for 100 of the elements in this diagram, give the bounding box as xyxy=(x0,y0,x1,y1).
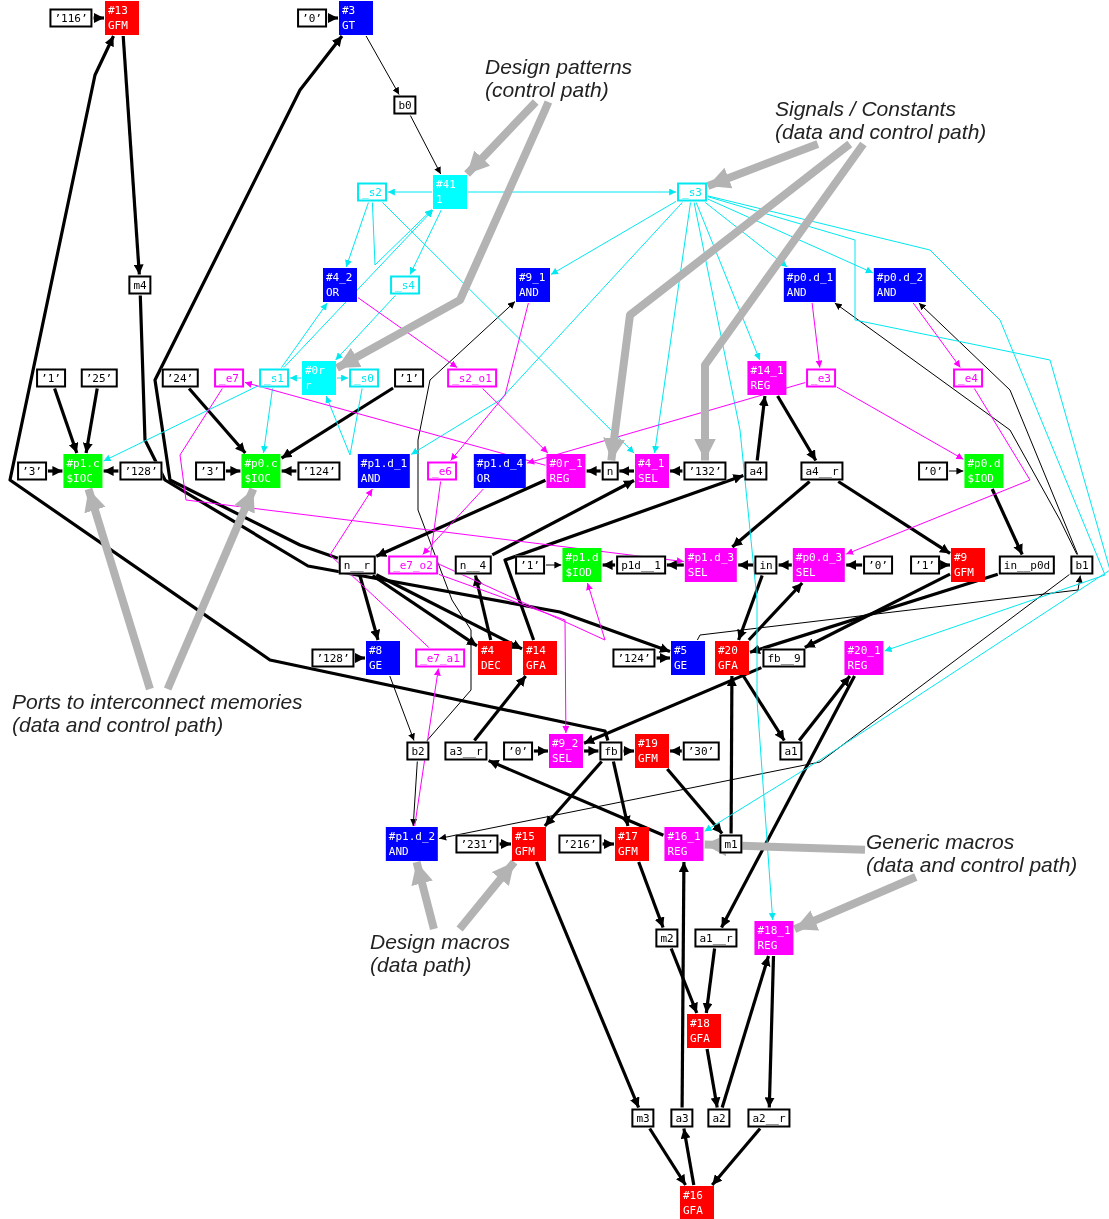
signal-arrow xyxy=(696,575,1083,641)
signal-arrow xyxy=(375,573,523,651)
signal-box xyxy=(444,741,488,761)
operator-box xyxy=(680,1186,714,1219)
signal-arrow xyxy=(387,188,433,196)
node-label: a1 xyxy=(784,743,798,759)
leader-arrow xyxy=(335,100,553,372)
signal-arrow xyxy=(335,295,396,361)
node-label: #16 xyxy=(683,1188,704,1203)
signal-arrow xyxy=(837,480,951,555)
node-label: fb xyxy=(604,743,618,759)
signal-box xyxy=(357,182,387,202)
node-label: ’132’ xyxy=(688,463,722,479)
signal-arrow xyxy=(738,560,754,570)
operator-box xyxy=(516,268,550,302)
signal-arrow xyxy=(797,675,852,742)
signal-arrow xyxy=(327,13,338,23)
node-label: #p1.d_2 xyxy=(388,829,436,844)
node-label: _e7_a1 xyxy=(420,650,460,666)
signal-box xyxy=(415,648,465,668)
node-label: #3 xyxy=(342,3,357,18)
node-label: OR xyxy=(326,285,341,300)
signal-box xyxy=(503,741,533,761)
signal-arrow xyxy=(705,1048,721,1108)
signal-arrow xyxy=(652,202,691,454)
node-label: #15 xyxy=(515,829,536,844)
signal-arrow xyxy=(742,675,786,742)
leader-arrow xyxy=(793,873,918,933)
node-label: r xyxy=(305,378,313,393)
node-label: GFM xyxy=(108,18,129,33)
signal-arrow xyxy=(336,374,349,382)
node-label: REG xyxy=(667,844,689,859)
node-label: GFA xyxy=(683,1203,704,1218)
signal-box xyxy=(447,368,497,388)
node-label: ’231’ xyxy=(460,836,494,852)
node-label: GFM xyxy=(638,751,659,766)
signal-arrow xyxy=(487,759,665,837)
node-label: AND xyxy=(360,471,382,486)
node-label: #20_1 xyxy=(847,643,881,658)
signal-arrow xyxy=(940,560,950,570)
signal-arrow xyxy=(281,302,328,368)
signal-arrow xyxy=(283,209,434,368)
signal-arrow xyxy=(358,575,381,641)
leader-arrow xyxy=(706,140,820,190)
node-label: SEL xyxy=(552,751,573,766)
signal-arrow xyxy=(834,302,1078,555)
signal-box xyxy=(388,555,438,575)
operator-box xyxy=(964,454,1004,488)
operator-box xyxy=(792,548,846,582)
signal-arrow xyxy=(47,466,63,476)
signal-arrow xyxy=(409,115,442,175)
node-label: _s2 xyxy=(362,184,382,200)
signal-arrow xyxy=(280,386,394,460)
signal-box xyxy=(427,461,457,481)
operator-box xyxy=(339,1,373,35)
signal-arrow xyxy=(289,374,302,382)
node-label: #20 xyxy=(718,643,739,658)
node-label: REG xyxy=(750,378,772,393)
signal-box xyxy=(683,461,727,481)
node-label: $IOD xyxy=(565,565,593,580)
signal-arrow xyxy=(693,202,776,921)
node-label: in xyxy=(759,557,773,573)
signal-arrow xyxy=(678,862,689,1108)
signal-arrow xyxy=(261,388,273,454)
signal-box xyxy=(599,741,623,761)
node-label: in__p0d xyxy=(1003,557,1051,573)
signal-box xyxy=(558,834,602,854)
signal-arrow xyxy=(8,35,610,742)
node-label: ’1’ xyxy=(915,557,935,573)
operator-box xyxy=(715,641,749,675)
signal-arrow xyxy=(778,560,792,570)
signal-arrow xyxy=(726,676,737,834)
operator-box xyxy=(747,361,787,395)
signal-arrow xyxy=(375,478,547,558)
signal-arrow xyxy=(637,861,665,929)
node-label: ’0’ xyxy=(923,463,943,479)
node-label: m4 xyxy=(133,277,147,293)
signal-box xyxy=(998,555,1056,575)
signal-box xyxy=(394,368,424,388)
signal-box xyxy=(918,461,948,481)
node-label: #p1.d xyxy=(565,550,599,565)
node-label: m1 xyxy=(724,836,738,852)
node-label: _s3 xyxy=(682,184,702,200)
node-label: AND xyxy=(876,285,898,300)
node-label: ’1’ xyxy=(520,557,540,573)
signal-arrow xyxy=(422,488,484,555)
signal-arrow xyxy=(450,302,529,461)
signal-box xyxy=(754,555,778,575)
node-label: 1 xyxy=(436,192,444,207)
node-label: #41 xyxy=(436,177,457,192)
signal-arrow xyxy=(325,388,363,456)
leader-arrow xyxy=(456,859,518,932)
signal-box xyxy=(1070,555,1094,575)
node-label: REG xyxy=(757,938,779,953)
operator-box xyxy=(385,827,439,861)
signal-box xyxy=(631,1108,655,1128)
node-label: REG xyxy=(549,471,571,486)
signal-box xyxy=(349,368,379,388)
node-label: AND xyxy=(519,285,540,300)
signal-arrow xyxy=(365,35,400,95)
